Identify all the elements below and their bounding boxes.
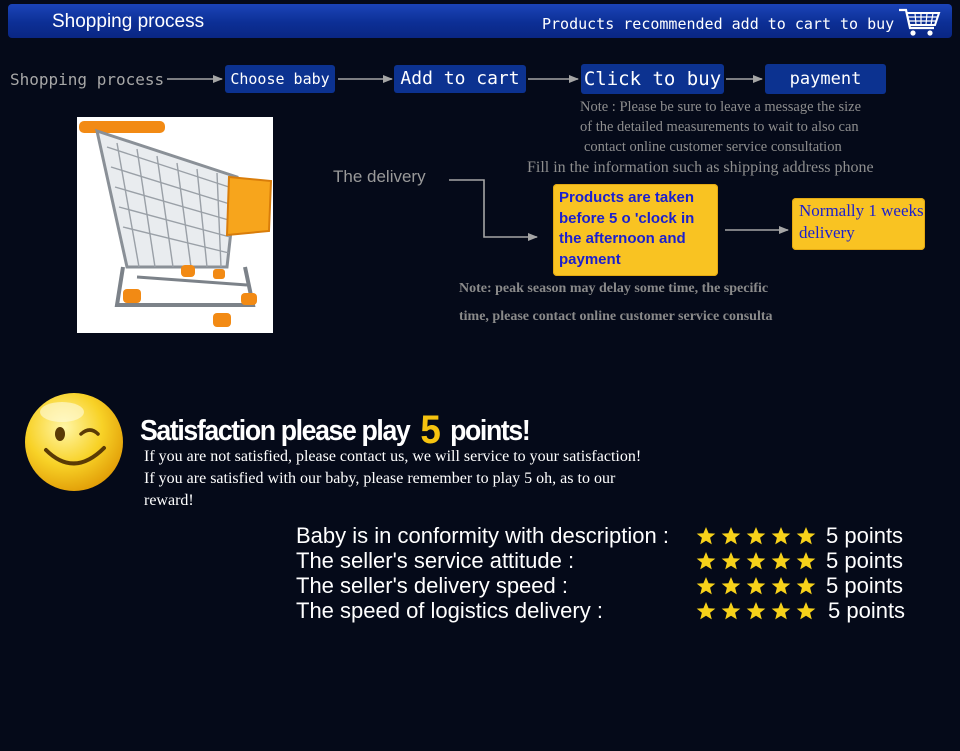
star-icon <box>696 527 716 545</box>
shopping-cart-image <box>77 117 273 333</box>
arrow-icon <box>449 179 538 241</box>
header-banner: Shopping process Products recommended ad… <box>8 4 952 38</box>
rating-stars <box>696 576 821 596</box>
step-payment: payment <box>765 64 886 94</box>
satisfaction-title-start: Satisfaction please play <box>140 415 411 447</box>
delivery-condition-text: Products are taken before 5 o 'clock in … <box>559 189 695 268</box>
rating-stars <box>696 601 821 621</box>
star-icon <box>746 552 766 570</box>
rating-row: The seller's service attitude : 5 points <box>296 548 936 573</box>
star-icon <box>721 527 741 545</box>
header-title: Shopping process <box>52 11 205 32</box>
star-icon <box>796 552 816 570</box>
rating-row: The speed of logistics delivery : 5 poin… <box>296 598 936 623</box>
payment-note-line: Fill in the information such as shipping… <box>527 159 874 176</box>
flow-start-label: Shopping process <box>10 70 165 89</box>
payment-note-line: Note : Please be sure to leave a message… <box>580 99 862 115</box>
star-icon <box>721 552 741 570</box>
rating-stars <box>696 526 821 546</box>
star-icon <box>696 552 716 570</box>
step-choose-baby: Choose baby <box>225 65 335 93</box>
star-icon <box>771 552 791 570</box>
rating-row: The seller's delivery speed : 5 points <box>296 573 936 598</box>
rating-stars <box>696 551 821 571</box>
shopping-cart-icon <box>79 121 273 327</box>
rating-points: 5 points <box>828 598 906 623</box>
delivery-note-line: time, please contact online customer ser… <box>459 309 773 324</box>
star-icon <box>796 527 816 545</box>
star-icon <box>796 602 816 620</box>
star-icon <box>746 577 766 595</box>
rating-label: The speed of logistics delivery : <box>296 598 603 623</box>
satisfaction-title-number: 5 <box>420 408 441 452</box>
delivery-time-text: Normally 1 weeks delivery <box>799 201 924 242</box>
satisfaction-title-end: points! <box>450 415 531 447</box>
rating-points: 5 points <box>826 548 904 573</box>
payment-note-line: contact online customer service consulta… <box>584 139 842 155</box>
rating-label: The seller's service attitude : <box>296 548 575 573</box>
rating-row: Baby is in conformity with description :… <box>296 523 936 548</box>
step-click-to-buy: Click to buy <box>581 64 724 94</box>
header-tagline: Products recommended add to cart to buy <box>542 15 895 33</box>
delivery-condition-box: Products are taken before 5 o 'clock in … <box>553 184 718 276</box>
star-icon <box>721 602 741 620</box>
step-add-to-cart: Add to cart <box>394 65 526 93</box>
rating-label: The seller's delivery speed : <box>296 573 568 598</box>
smiley-wink-icon <box>25 393 123 491</box>
rating-points: 5 points <box>826 523 904 548</box>
rating-label: Baby is in conformity with description : <box>296 523 669 548</box>
rating-points: 5 points <box>826 573 904 598</box>
star-icon <box>771 602 791 620</box>
star-icon <box>796 577 816 595</box>
delivery-note-line: Note: peak season may delay some time, t… <box>459 281 769 296</box>
satisfaction-line: If you are not satisfied, please contact… <box>144 448 642 465</box>
star-icon <box>696 602 716 620</box>
satisfaction-line: If you are satisfied with our baby, plea… <box>144 470 616 487</box>
delivery-time-box: Normally 1 weeks delivery <box>792 198 925 250</box>
payment-note-line: of the detailed measurements to wait to … <box>580 119 859 135</box>
shopping-cart-icon <box>899 8 941 36</box>
star-icon <box>696 577 716 595</box>
star-icon <box>721 577 741 595</box>
star-icon <box>746 602 766 620</box>
delivery-label: The delivery <box>333 167 426 186</box>
satisfaction-title: Satisfaction please play 5 points! <box>140 405 531 452</box>
flow-arrows <box>167 75 789 241</box>
star-icon <box>771 577 791 595</box>
star-icon <box>771 527 791 545</box>
star-icon <box>746 527 766 545</box>
satisfaction-line: reward! <box>144 492 194 509</box>
